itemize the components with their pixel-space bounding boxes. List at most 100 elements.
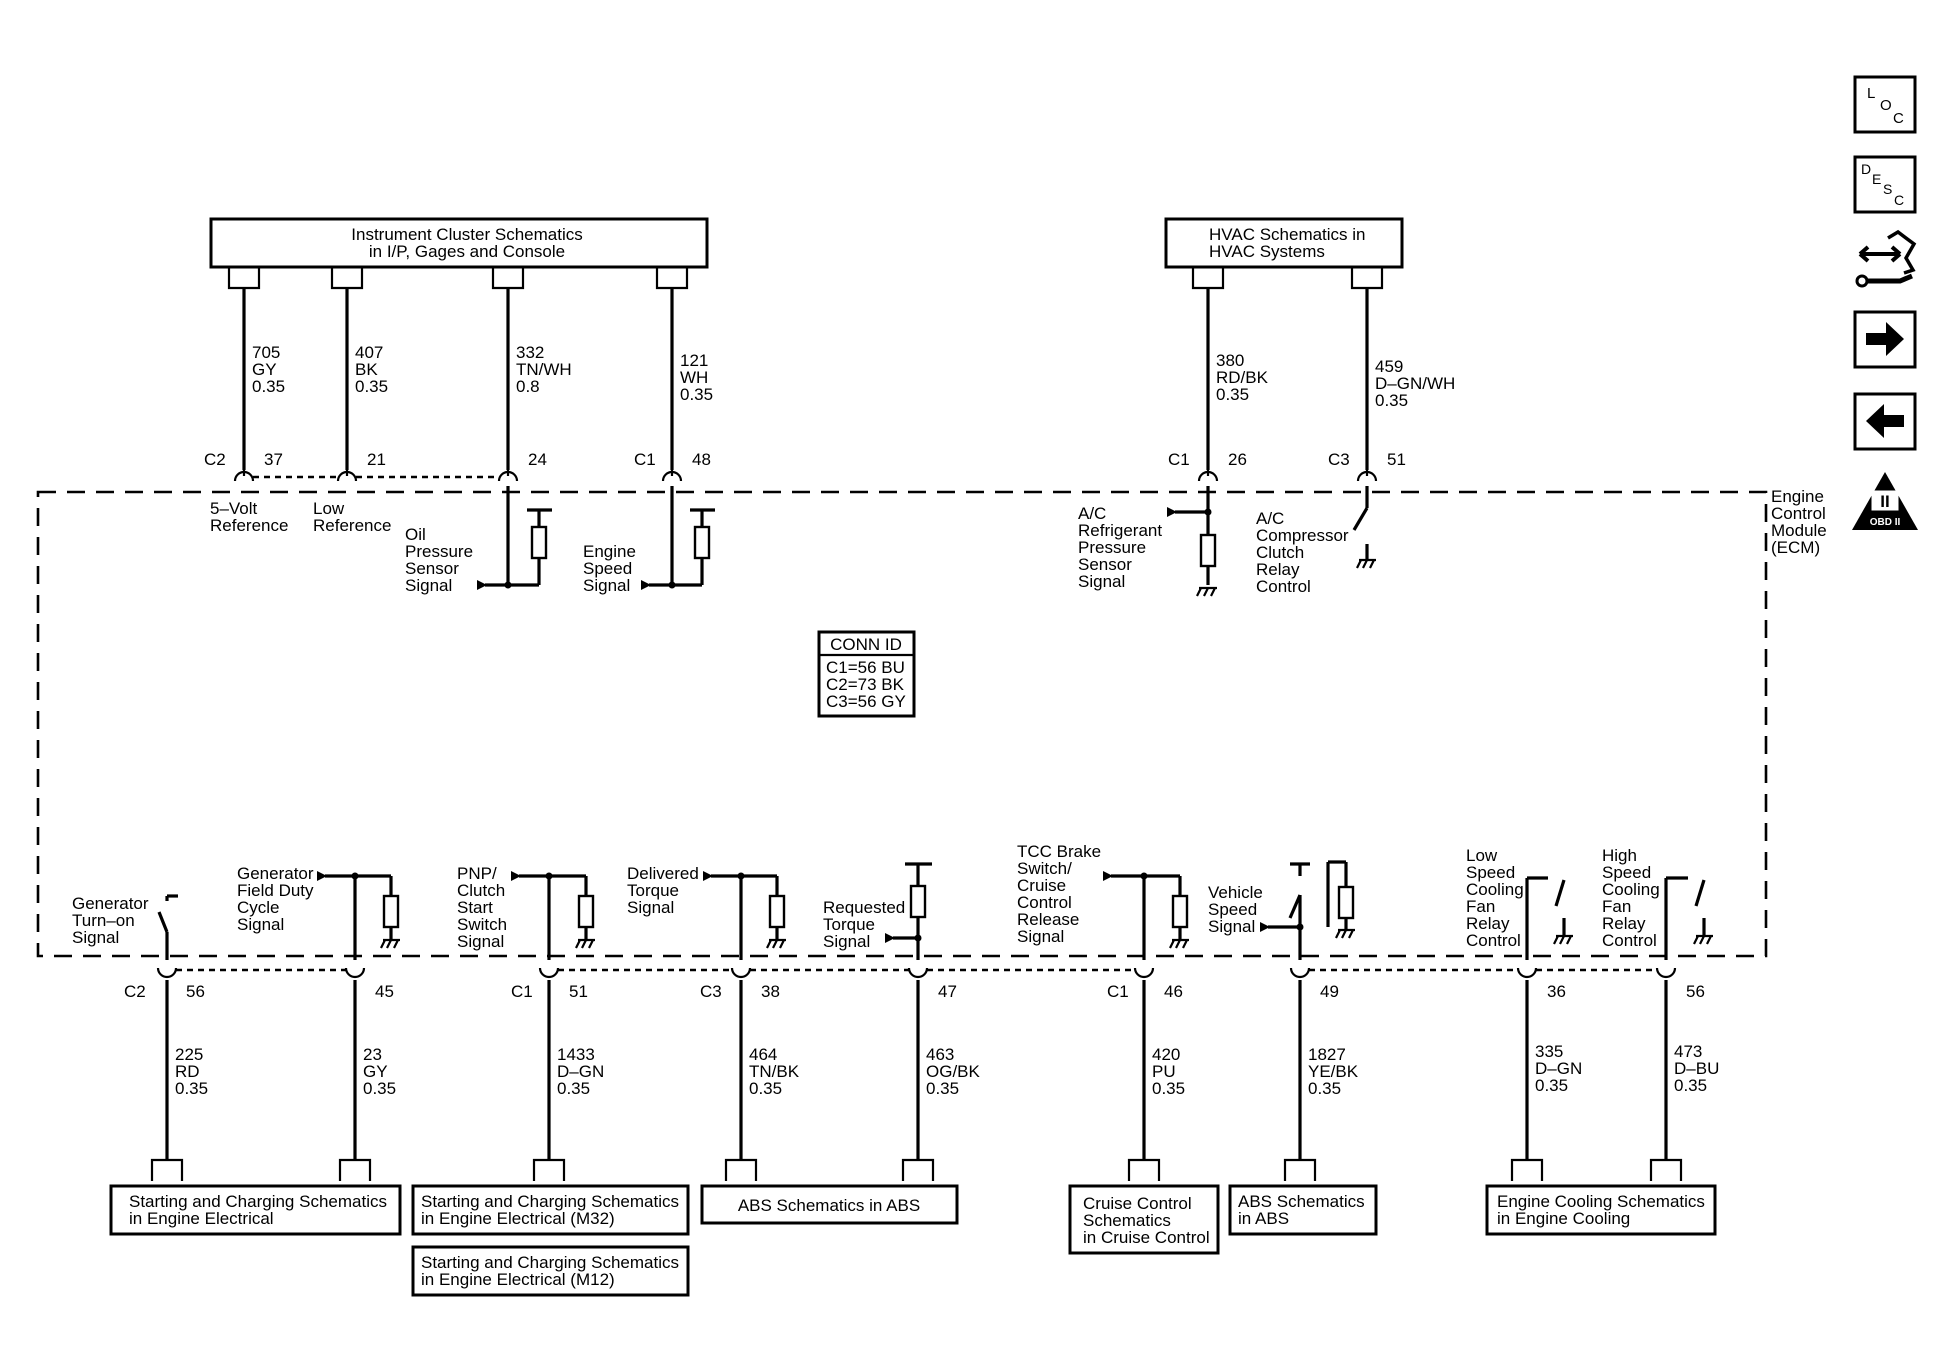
svg-text:L: L [1867,85,1875,102]
svg-text:in Engine Electrical (M12): in Engine Electrical (M12) [421,1270,615,1289]
ecm-module-outline [36,490,1768,958]
pin-number: 26 [1228,450,1247,469]
svg-text:ABS Schematics in ABS: ABS Schematics in ABS [738,1196,920,1215]
top-harness-connectors [227,267,1384,290]
connector-id: C3 [1328,450,1350,469]
loc-button[interactable]: L O C [1853,75,1917,134]
pin-number: 37 [264,450,283,469]
svg-text:ABS Schematics: ABS Schematics [1238,1192,1365,1211]
connector-id: C1 [511,982,533,1001]
svg-text:Schematics: Schematics [1083,1211,1171,1230]
svg-text:Engine Cooling Schematics: Engine Cooling Schematics [1497,1192,1705,1211]
cruise-control-schematics-link[interactable]: Cruise Control Schematics in Cruise Cont… [1068,1184,1220,1255]
pin-number: 45 [375,982,394,1001]
svg-text:Starting and Charging Schemati: Starting and Charging Schematics [421,1253,679,1272]
svg-text:HVAC Schematics in: HVAC Schematics in [1209,225,1366,244]
desc-button[interactable]: D E S C [1853,155,1917,214]
top-connector-pins [233,470,1378,482]
pin-number: 56 [1686,982,1705,1001]
svg-text:Instrument Cluster Schematics: Instrument Cluster Schematics [351,225,582,244]
pin-number: 49 [1320,982,1339,1001]
pin-number: 47 [938,982,957,1001]
svg-text:Starting and Charging Schemati: Starting and Charging Schematics [129,1192,387,1211]
svg-text:Cruise Control: Cruise Control [1083,1194,1192,1213]
starting-charging-schematics-link[interactable]: Starting and Charging Schematics in Engi… [109,1184,402,1236]
pin-number: 46 [1164,982,1183,1001]
instrument-cluster-schematics-link[interactable]: Instrument Cluster Schematics in I/P, Ga… [209,217,709,269]
svg-text:Starting and Charging Schemati: Starting and Charging Schematics [421,1192,679,1211]
ground-symbols-bottom [380,928,1713,949]
next-page-arrow-icon[interactable] [1853,310,1917,369]
pin-number: 51 [1387,450,1406,469]
svg-text:in Engine Cooling: in Engine Cooling [1497,1209,1630,1228]
svg-text:HVAC Systems: HVAC Systems [1209,242,1325,261]
top-junction-dots [504,508,1212,589]
bottom-pin-labels: C2 56 45 C1 51 C3 38 47 C1 46 49 36 56 [124,982,1705,1001]
pin-number: 21 [367,450,386,469]
connector-wrench-icon[interactable] [1855,229,1917,288]
bottom-connector-pins [156,967,1677,979]
pin-number: 38 [761,982,780,1001]
connector-id: C1 [1107,982,1129,1001]
connector-id: C2 [204,450,226,469]
bottom-wires [165,980,1668,1160]
conn-id-line: C2=73 BK [826,675,905,694]
engine-cooling-schematics-link[interactable]: Engine Cooling Schematics in Engine Cool… [1485,1184,1717,1236]
connector-id-table: CONN ID C1=56 BU C2=73 BK C3=56 GY [817,630,916,718]
abs-schematics-link[interactable]: ABS Schematics in ABS [700,1184,959,1225]
svg-text:D: D [1861,161,1871,177]
top-resistors [530,525,1217,568]
starting-charging-m12-schematics-link[interactable]: Starting and Charging Schematics in Engi… [411,1245,690,1297]
pin-number: 56 [186,982,205,1001]
bottom-junction-dots [351,872,1304,942]
pin-number: 36 [1547,982,1566,1001]
pin-number: 51 [569,982,588,1001]
pin-number: 24 [528,450,547,469]
svg-text:in ABS: in ABS [1238,1209,1289,1228]
starting-charging-m32-schematics-link[interactable]: Starting and Charging Schematics in Engi… [411,1184,690,1236]
bottom-internal-circuits [157,860,1706,960]
svg-text:S: S [1883,181,1892,197]
hvac-schematics-link[interactable]: HVAC Schematics in HVAC Systems [1164,217,1404,269]
connector-id: C1 [634,450,656,469]
connector-id: C3 [700,982,722,1001]
svg-text:O: O [1880,97,1892,114]
pin-number: 48 [692,450,711,469]
previous-page-arrow-icon[interactable] [1853,392,1917,451]
conn-id-line: C1=56 BU [826,658,905,677]
svg-text:in I/P, Gages and Console: in I/P, Gages and Console [369,242,565,261]
obd-ii-icon[interactable]: II OBD II [1852,472,1918,530]
conn-id-title: CONN ID [830,635,902,654]
connector-id: C1 [1168,450,1190,469]
bottom-resistors [382,884,1355,929]
top-wires [242,288,1369,470]
svg-text:in Cruise Control: in Cruise Control [1083,1228,1210,1247]
abs-schematics-link-2[interactable]: ABS Schematics in ABS [1228,1184,1378,1236]
